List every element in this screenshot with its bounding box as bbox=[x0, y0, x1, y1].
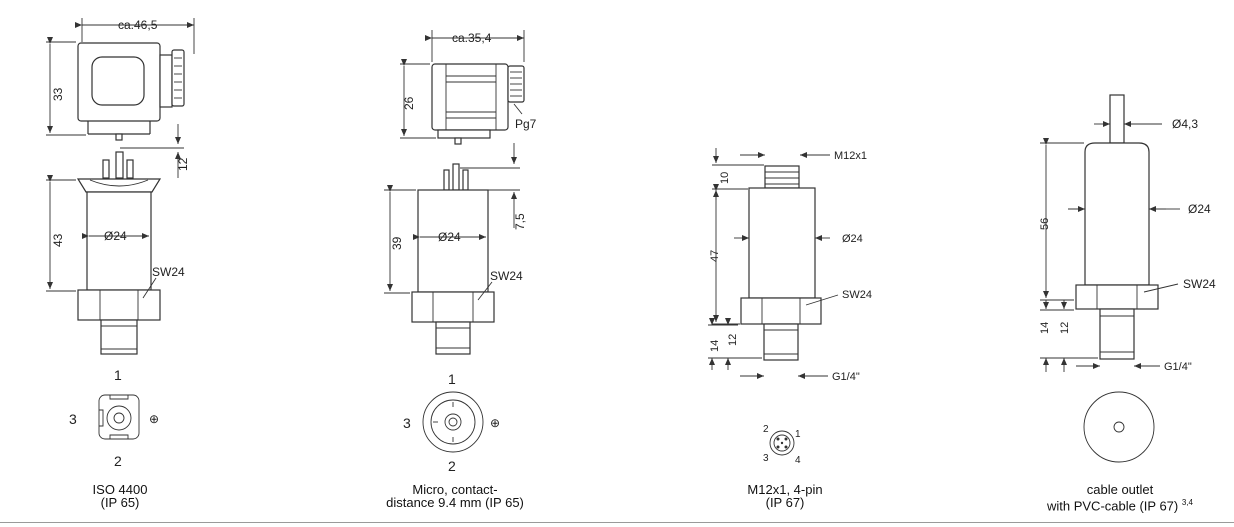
caption-micro-line1: Micro, contact- bbox=[412, 482, 498, 497]
caption-micro-line2: distance 9.4 mm (IP 65) bbox=[386, 495, 524, 510]
caption-iso4400-line2: (IP 65) bbox=[100, 495, 140, 510]
caption-m12-line2: (IP 67) bbox=[765, 495, 805, 510]
dim-diameter: Ø24 bbox=[104, 229, 127, 243]
dim-h-thread: 12 bbox=[727, 334, 739, 346]
dim-thread: G1/4" bbox=[1164, 361, 1192, 373]
caption-cable-line2: with PVC-cable (IP 67) bbox=[1046, 498, 1179, 514]
caption-cable-line1: cable outlet bbox=[1086, 482, 1154, 497]
dim-cable: Pg7 bbox=[515, 117, 537, 131]
caption-m12-line1: M12x1, 4-pin bbox=[747, 482, 823, 497]
dim-h-hex: 14 bbox=[709, 340, 721, 352]
dim-height-body: 56 bbox=[1039, 218, 1051, 230]
pin-1-label: 1 bbox=[114, 367, 122, 383]
dim-height-conn: 26 bbox=[402, 96, 416, 110]
dim-h-thread: 12 bbox=[1059, 322, 1071, 334]
dim-width: ca.35,4 bbox=[452, 31, 492, 45]
pin-2-label: 2 bbox=[114, 453, 122, 469]
dim-thread: G1/4" bbox=[832, 371, 860, 383]
bottom-divider bbox=[0, 522, 1234, 523]
pin-2-label: 2 bbox=[448, 458, 456, 474]
dim-thread-top: M12x1 bbox=[834, 150, 867, 162]
dim-gap: 12 bbox=[176, 157, 190, 171]
dim-height-body: 43 bbox=[51, 233, 65, 247]
caption-iso4400: ISO 4400 (IP 65) bbox=[40, 483, 200, 509]
captions-row: ISO 4400 (IP 65) Micro, contact- distanc… bbox=[0, 483, 1234, 523]
caption-m12: M12x1, 4-pin (IP 67) bbox=[700, 483, 870, 509]
dim-hex: SW24 bbox=[152, 265, 185, 279]
dim-cable-dia: Ø4,3 bbox=[1172, 117, 1198, 131]
dim-height-body: 47 bbox=[709, 250, 721, 262]
dim-hex: SW24 bbox=[1183, 277, 1216, 291]
dim-hex: SW24 bbox=[842, 289, 872, 301]
dim-h-top: 10 bbox=[719, 172, 731, 184]
dim-width: ca.46,5 bbox=[118, 18, 158, 32]
variant-m12-drawing: M12x1 10 47 Ø24 SW24 14 12 bbox=[708, 148, 872, 466]
pin-1-label: 1 bbox=[795, 429, 801, 440]
caption-iso4400-line1: ISO 4400 bbox=[92, 482, 148, 497]
dim-height-conn: 33 bbox=[51, 87, 65, 101]
variant-micro-drawing: ca.35,4 26 Pg7 7,5 39 Ø24 bbox=[384, 30, 537, 474]
pin-3-label: 3 bbox=[403, 415, 411, 431]
caption-cable: cable outlet with PVC-cable (IP 67) 3,4 bbox=[1020, 483, 1220, 512]
pin-2-label: 2 bbox=[763, 424, 769, 435]
dim-diameter: Ø24 bbox=[438, 230, 461, 244]
dim-h-hex: 14 bbox=[1039, 322, 1051, 334]
pin-1-label: 1 bbox=[448, 371, 456, 387]
pin-4-label: 4 bbox=[795, 455, 801, 466]
variant-iso4400-drawing: ca.46,5 33 12 43 Ø24 bbox=[46, 18, 195, 469]
dim-gap: 7,5 bbox=[513, 213, 527, 230]
pin-3-label: 3 bbox=[69, 411, 77, 427]
dim-diameter: Ø24 bbox=[1188, 202, 1211, 216]
dim-diameter: Ø24 bbox=[842, 233, 863, 245]
variant-cable-drawing: Ø4,3 Ø24 SW24 56 14 12 G1/4" bbox=[1039, 94, 1216, 463]
pin-ground-label: ⊕ bbox=[490, 416, 500, 430]
pin-ground-label: ⊕ bbox=[149, 412, 159, 426]
caption-micro: Micro, contact- distance 9.4 mm (IP 65) bbox=[360, 483, 550, 509]
dim-hex: SW24 bbox=[490, 269, 523, 283]
pin-3-label: 3 bbox=[763, 453, 769, 464]
dim-height-body: 39 bbox=[390, 236, 404, 250]
caption-cable-footnote: 3,4 bbox=[1181, 498, 1193, 507]
